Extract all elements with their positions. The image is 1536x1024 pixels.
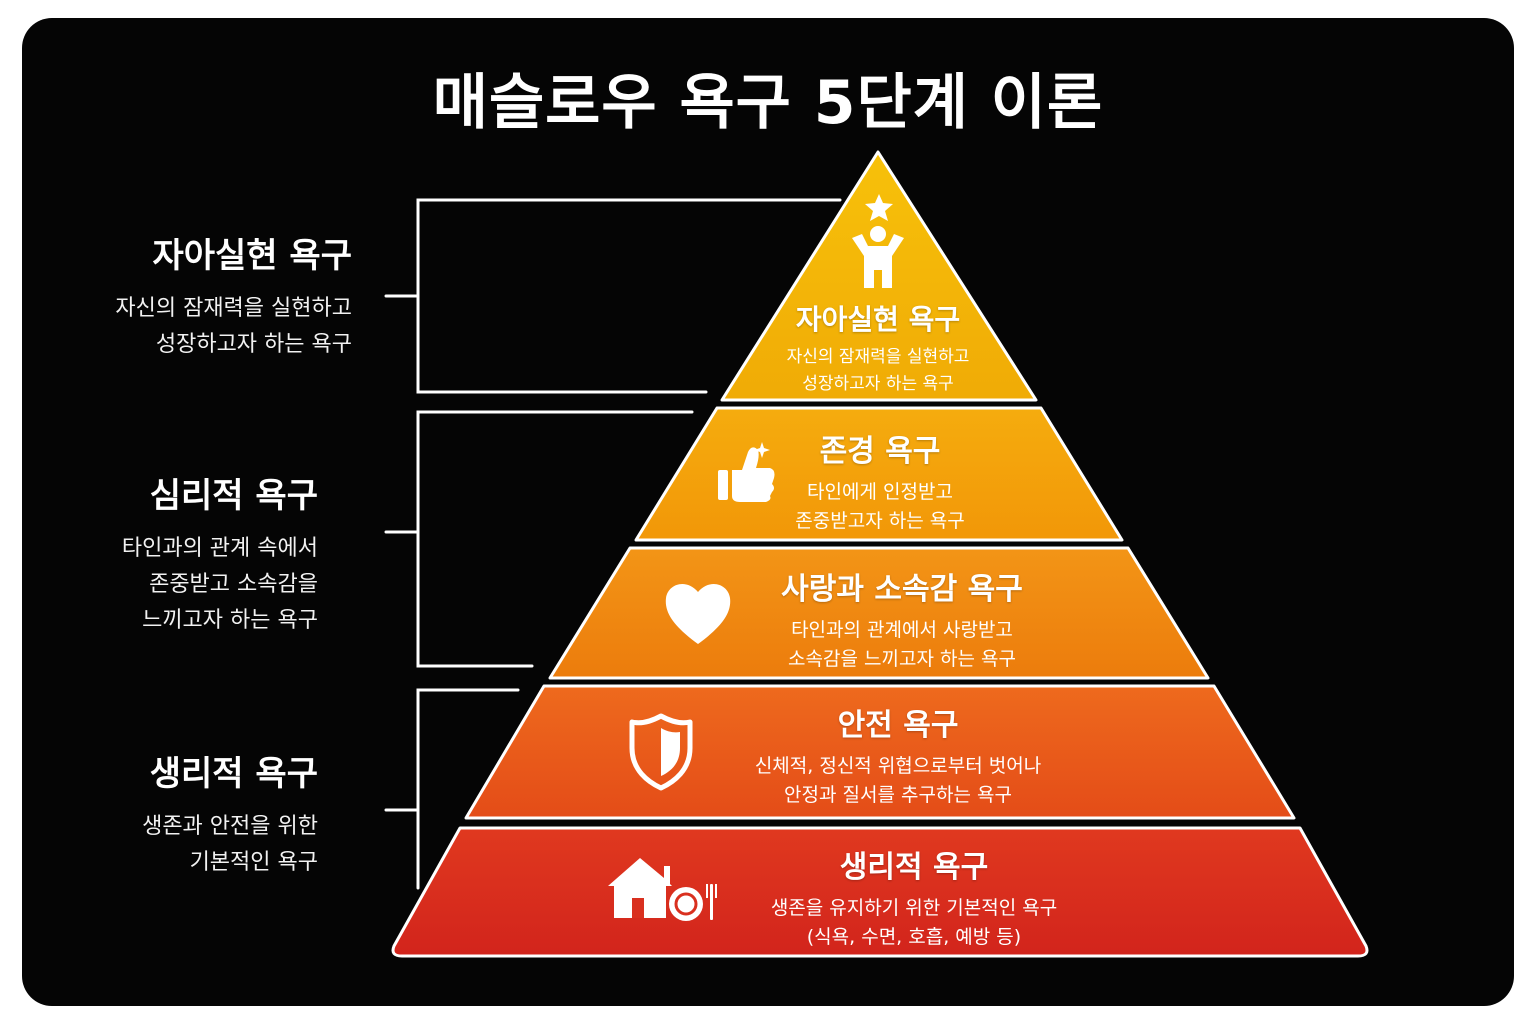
tier-5-text: 생리적 욕구 생존을 유지하기 위한 기본적인 욕구 (식욕, 수면, 호흡, … [771, 842, 1057, 952]
tier-description: 타인에게 인정받고 존중받고자 하는 욕구 [795, 481, 965, 532]
tier-name: 사랑과 소속감 욕구 [781, 572, 1023, 607]
tier-3-text: 사랑과 소속감 욕구 타인과의 관계에서 사랑받고 소속감을 느끼고자 하는 욕… [781, 564, 1023, 674]
tier-description: 타인과의 관계에서 사랑받고 소속감을 느끼고자 하는 욕구 [788, 619, 1016, 670]
bracket-physiological [416, 688, 520, 890]
thumbs-up-icon [718, 442, 775, 502]
bracket-lines [384, 198, 842, 890]
tier-name: 생리적 욕구 [839, 850, 989, 885]
tier-name: 자아실현 욕구 [795, 303, 961, 336]
tier-4-text: 안전 욕구 신체적, 정신적 위협으로부터 벗어나 안정과 질서를 추구하는 욕… [755, 700, 1041, 810]
tier-1-shape [720, 150, 1038, 402]
tier-2-shape [634, 406, 1124, 542]
side-group-physiological: 생리적 욕구 생존과 안전을 위한 기본적인 욕구 [142, 746, 318, 881]
tier-name: 안전 욕구 [837, 708, 959, 743]
side-heading: 생리적 욕구 [149, 754, 318, 794]
side-group-self-actualization: 자아실현 욕구 자신의 잠재력을 실현하고 성장하고자 하는 욕구 [115, 228, 352, 363]
page-title: 매슬로우 욕구 5단계 이론 [432, 68, 1104, 138]
side-group-psychological: 심리적 욕구 타인과의 관계 속에서 존중받고 소속감을 느끼고자 하는 욕구 [122, 468, 318, 639]
tier-name: 존경 욕구 [819, 434, 941, 469]
house-plate-icon [608, 858, 717, 921]
tier-3-shape [548, 546, 1210, 680]
bracket-psychological [416, 410, 694, 668]
side-description: 타인과의 관계 속에서 존중받고 소속감을 느끼고자 하는 욕구 [121, 536, 318, 633]
person-star-icon [852, 194, 904, 288]
tier-2-text: 존경 욕구 타인에게 인정받고 존중받고자 하는 욕구 [795, 426, 964, 536]
side-heading: 자아실현 욕구 [152, 236, 352, 276]
side-description: 자신의 잠재력을 실현하고 성장하고자 하는 욕구 [115, 296, 352, 357]
side-heading: 심리적 욕구 [149, 476, 318, 516]
tier-description: 생존을 유지하기 위한 기본적인 욕구 (식욕, 수면, 호흡, 예방 등) [770, 897, 1058, 948]
shield-icon [629, 713, 693, 791]
tier-description: 자신의 잠재력을 실현하고 성장하고자 하는 욕구 [786, 347, 970, 394]
side-description: 생존과 안전을 위한 기본적인 욕구 [142, 814, 318, 875]
tier-description: 신체적, 정신적 위협으로부터 벗어나 안정과 질서를 추구하는 욕구 [754, 755, 1042, 806]
heart-icon [665, 584, 731, 644]
tier-1-text: 자아실현 욕구 자신의 잠재력을 실현하고 성장하고자 하는 욕구 [787, 298, 970, 398]
tier-5-shape [391, 826, 1369, 958]
